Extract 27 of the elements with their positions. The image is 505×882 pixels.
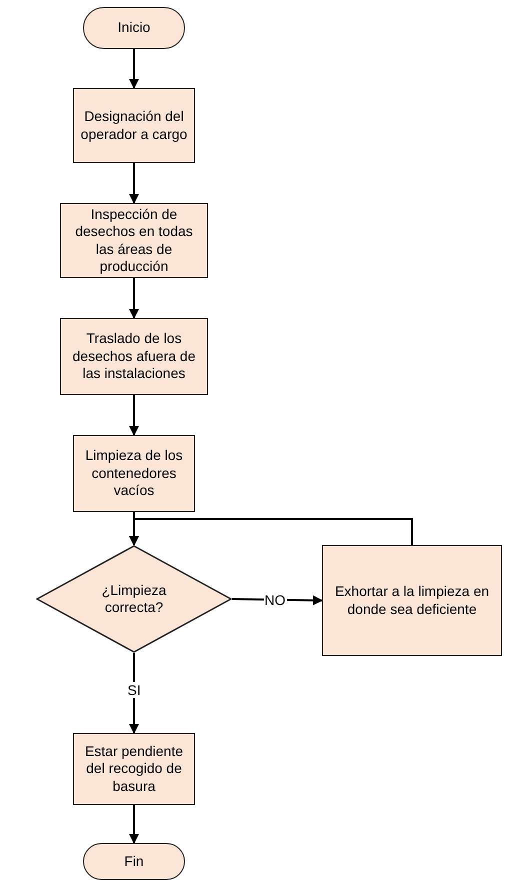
node-text: Limpieza de los contenedores vacíos [84,447,184,500]
node-text: ¿Limpieza correcta? [100,582,168,616]
arrow [129,518,413,546]
node-text: Inicio [116,19,152,37]
decision-diamond [36,545,232,653]
arrow [129,653,139,734]
arrow [129,163,139,204]
process-box [73,435,195,512]
arrow [129,395,139,436]
node-text: Traslado de los desechos afuera de las instalaciones [72,330,196,383]
node-text: Inspección de desechos en todas las áreas de producción [74,206,194,276]
arrow [129,49,139,89]
node-text: Exhortar a la limpieza en donde sea deficiente [334,583,490,618]
node-text: Estar pendiente del recogido de basura [84,742,184,796]
terminal-shape [83,7,185,49]
terminal-shape [83,843,185,880]
edge-label: SI [126,682,142,698]
arrow [232,595,323,606]
arrow [129,278,139,319]
node-text: Designación del operador a cargo [80,108,188,143]
process-box [73,88,195,163]
process-box [60,318,208,395]
process-box [73,733,195,805]
arrow [129,805,139,844]
process-box [60,203,208,278]
node-text: Fin [123,852,145,870]
process-box [322,545,502,656]
